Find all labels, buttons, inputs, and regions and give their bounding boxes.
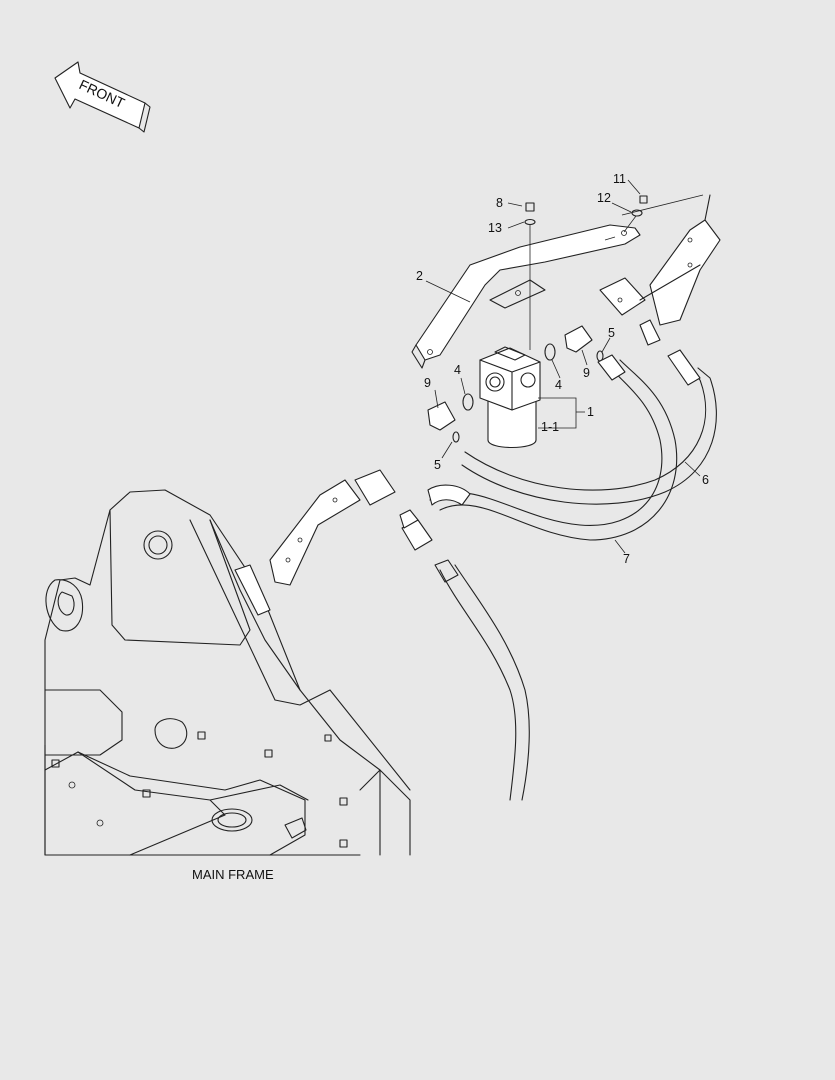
callout-1-1: 1-1 <box>541 420 559 434</box>
callout-11: 11 <box>613 172 626 186</box>
callout-labels: 2 8 13 11 12 9 4 4 9 5 5 1 1-1 6 7 <box>416 172 709 566</box>
hose-6 <box>461 349 717 505</box>
callout-5-right: 5 <box>608 326 615 340</box>
callout-6: 6 <box>702 473 709 487</box>
callout-1: 1 <box>587 405 594 419</box>
front-arrow-icon: FRONT <box>54 61 151 133</box>
callout-13: 13 <box>488 221 502 235</box>
callout-7: 7 <box>623 552 630 566</box>
main-frame <box>44 489 411 856</box>
leader-lines <box>425 179 704 554</box>
hose-7 <box>427 354 678 541</box>
main-frame-label: MAIN FRAME <box>192 867 274 882</box>
bolts <box>524 195 648 350</box>
callout-4-left: 4 <box>454 363 461 377</box>
mounting-bracket <box>411 224 641 369</box>
filter-assembly <box>479 346 541 448</box>
callout-9-left: 9 <box>424 376 431 390</box>
callout-4-right: 4 <box>555 378 562 392</box>
lower-bracket <box>234 469 396 616</box>
callout-5-left: 5 <box>434 458 441 472</box>
callout-2: 2 <box>416 269 423 283</box>
right-brackets <box>599 194 721 326</box>
callout-9-right: 9 <box>583 366 590 380</box>
hose-lower <box>399 509 530 801</box>
callout-12: 12 <box>597 191 611 205</box>
fittings <box>427 319 661 443</box>
callout-8: 8 <box>496 196 503 210</box>
